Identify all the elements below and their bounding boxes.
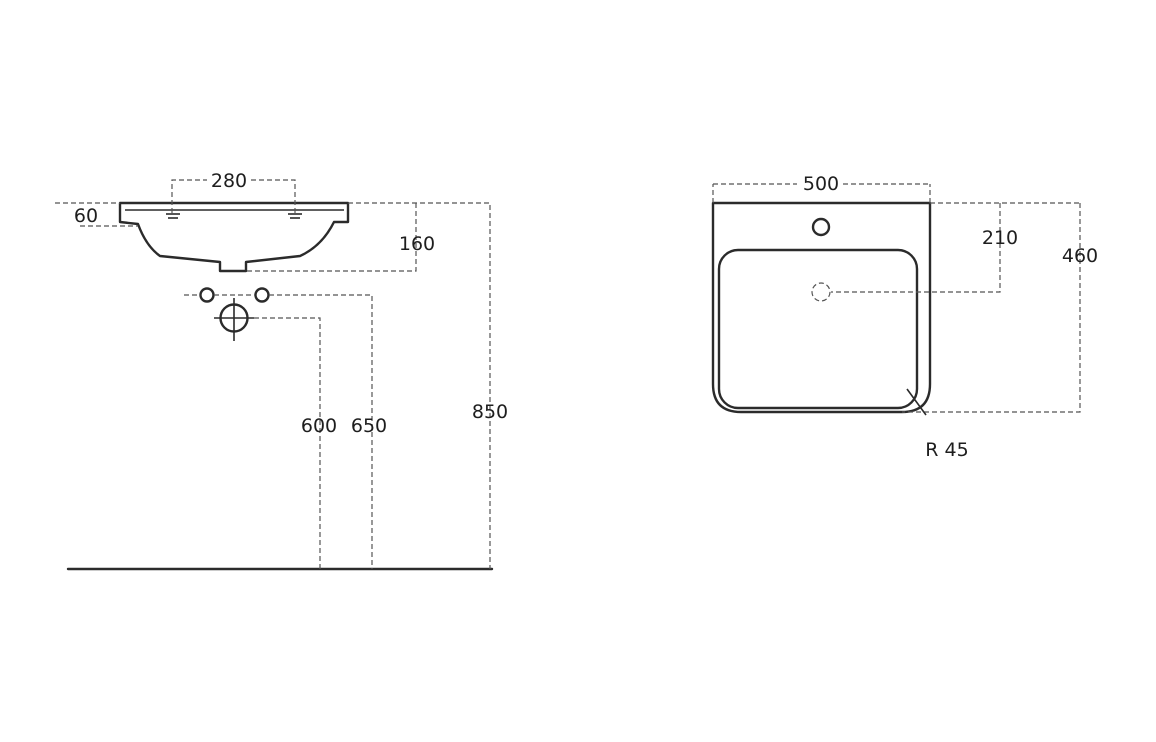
- basin-inner-bowl: [717, 248, 919, 410]
- supply-valve-left-icon: [199, 287, 215, 303]
- dim-460-guide: [902, 203, 1081, 413]
- dim-supply-height-label: 650: [351, 415, 387, 437]
- dim-280-guide-right: [251, 179, 296, 213]
- tap-hole-left-icon: [166, 213, 180, 219]
- dim-waste-depth-label: 160: [399, 233, 435, 255]
- tap-hole-icon: [811, 217, 831, 237]
- dim-depth-label: 460: [1062, 245, 1098, 267]
- supply-valve-right-icon: [254, 287, 270, 303]
- top-view: 500 210 460 R 45: [711, 173, 1098, 461]
- drain-hidden-icon: [811, 282, 831, 302]
- dim-waste-from-back-label: 210: [982, 227, 1018, 249]
- dim-corner-radius-label: R 45: [925, 439, 968, 461]
- basin-side-profile: [118, 201, 350, 273]
- dim-waste-height-label: 600: [301, 415, 337, 437]
- dim-width-label: 500: [803, 173, 839, 195]
- dim-tap-spacing-label: 280: [211, 170, 247, 192]
- side-view: 280 60 850 160 650 600: [55, 170, 508, 571]
- radius-leader-line: [906, 388, 927, 416]
- dim-rim-height-label: 60: [74, 205, 98, 227]
- dim-600-guide: [254, 317, 321, 569]
- dim-210-guide: [831, 203, 1001, 293]
- dim-rim-floor-height-label: 850: [472, 401, 508, 423]
- dim-160-guide: [246, 203, 417, 272]
- dim-280-guide-left: [171, 179, 207, 213]
- tap-hole-right-icon: [288, 213, 302, 219]
- dim-650-guide: [269, 294, 373, 569]
- dim-850-guide: [348, 202, 491, 569]
- waste-outlet-icon: [214, 298, 254, 341]
